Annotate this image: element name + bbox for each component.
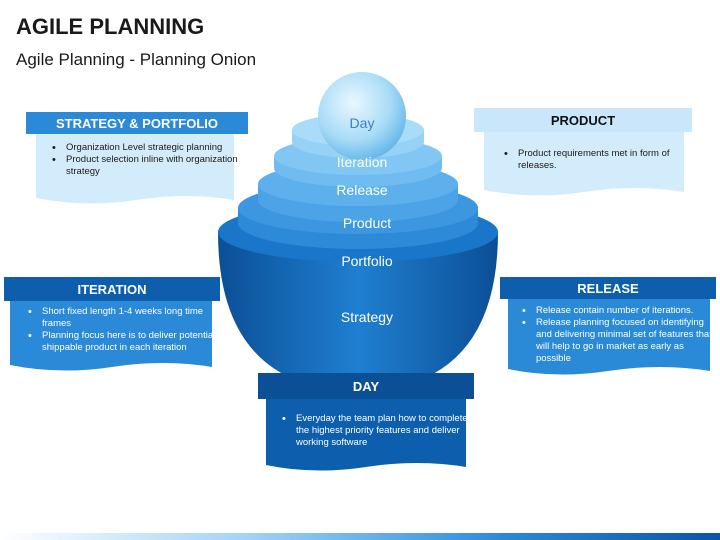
product-heading: PRODUCT xyxy=(474,108,692,132)
onion-label-iteration: Iteration xyxy=(336,154,388,170)
list-item: Product requirements met in form of rele… xyxy=(504,148,694,172)
product-bullets: Product requirements met in form of rele… xyxy=(502,148,694,172)
strategy-portfolio-bullets: Organization Level strategic planning Pr… xyxy=(50,142,252,178)
onion-layer-day xyxy=(318,72,406,160)
day-heading: DAY xyxy=(258,373,474,399)
page-subtitle: Agile Planning - Planning Onion xyxy=(16,50,257,69)
onion-label-product: Product xyxy=(342,215,392,231)
list-item: Short fixed length 1-4 weeks long time f… xyxy=(28,306,224,330)
onion-label-strategy: Strategy xyxy=(340,309,394,325)
list-item: Everyday the team plan how to complete t… xyxy=(282,413,476,449)
list-item: Product selection inline with organizati… xyxy=(52,154,252,178)
strategy-portfolio-box: STRATEGY & PORTFOLIO Organization Level … xyxy=(26,112,248,206)
release-box: RELEASE Release contain number of iterat… xyxy=(500,277,716,377)
list-item: Organization Level strategic planning xyxy=(52,142,252,154)
iteration-box: ITERATION Short fixed length 1-4 weeks l… xyxy=(4,277,222,373)
product-box: PRODUCT Product requirements met in form… xyxy=(474,108,692,198)
iteration-bullets: Short fixed length 1-4 weeks long time f… xyxy=(26,306,224,354)
onion-label-day: Day xyxy=(349,115,375,131)
page-title: AGILE PLANNING xyxy=(16,14,205,39)
day-box: DAY Everyday the team plan how to comple… xyxy=(258,373,474,473)
iteration-heading: ITERATION xyxy=(4,277,220,301)
day-bullets: Everyday the team plan how to complete t… xyxy=(280,413,476,449)
onion-layer-strategy xyxy=(218,232,498,392)
release-bullets: Release contain number of iterations. Re… xyxy=(520,305,720,365)
list-item: Planning focus here is to deliver potent… xyxy=(28,330,224,354)
strategy-portfolio-heading: STRATEGY & PORTFOLIO xyxy=(26,112,248,134)
list-item: Release planning focused on identifying … xyxy=(522,317,720,365)
release-heading: RELEASE xyxy=(500,277,716,299)
onion-label-release: Release xyxy=(336,182,388,198)
footer-gradient-bar xyxy=(0,533,720,540)
onion-label-portfolio: Portfolio xyxy=(341,253,393,269)
list-item: Release contain number of iterations. xyxy=(522,305,720,317)
